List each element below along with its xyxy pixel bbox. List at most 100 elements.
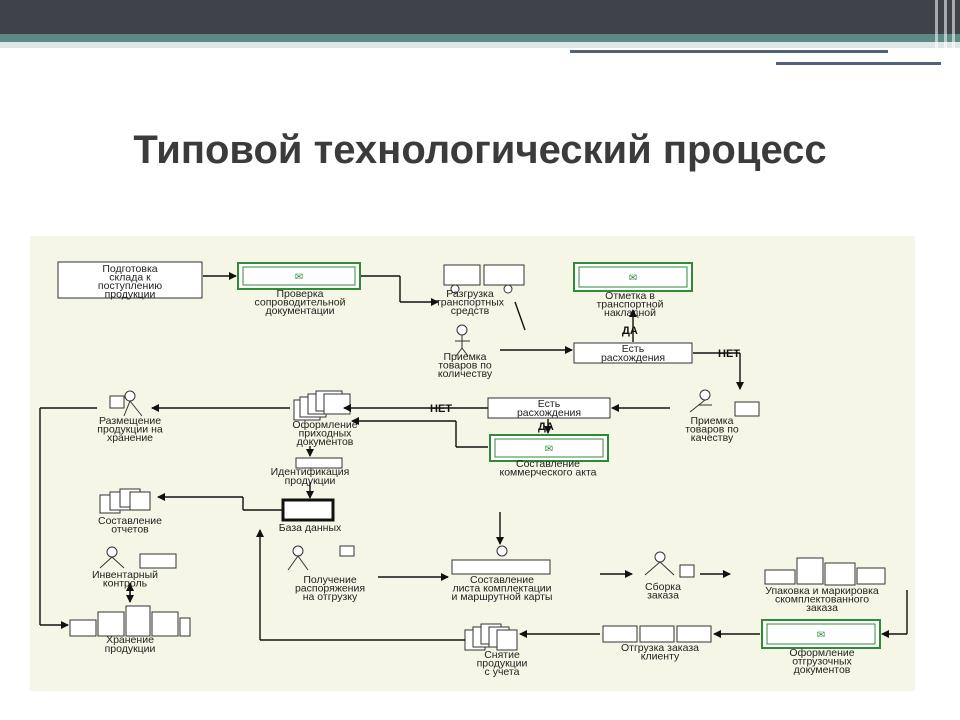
node-label-line: Есть — [622, 343, 645, 355]
branch-label-no: НЕТ — [718, 348, 740, 360]
header-bar-teal — [0, 34, 960, 42]
node-label-line: Разгрузка — [446, 288, 494, 300]
node-label-line: продукции — [285, 475, 336, 487]
node-label: База данных — [279, 522, 342, 534]
node-label-line: Составление — [98, 515, 162, 527]
node-label-line: Составление — [470, 574, 534, 586]
node-label-line: клиенту — [641, 651, 680, 663]
node-label-line: Проверка — [276, 288, 323, 300]
node-label-line: качеству — [691, 432, 734, 444]
node-label-line: Оформление — [789, 647, 854, 659]
node-label-line: Оформление — [292, 419, 357, 431]
header-bar-dark — [0, 0, 960, 34]
branch-label-no: НЕТ — [430, 403, 452, 415]
node-label-line: поступлению — [98, 280, 162, 292]
node-label-line: Хранение — [106, 634, 154, 646]
node-label-line: Подготовка — [102, 263, 157, 275]
node-label-line: количеству — [438, 368, 493, 380]
svg-text:✉: ✉ — [817, 630, 825, 641]
node-label-line: Инвентарный — [92, 569, 158, 581]
node-label-line: продукции на — [97, 424, 163, 436]
connectors — [39, 272, 908, 641]
node-label-line: Сборка — [645, 581, 681, 593]
node-label-line: хранение — [107, 432, 153, 444]
node-label-line: коммерческого акта — [500, 467, 597, 479]
node-label-line: документации — [266, 305, 335, 317]
node-database: База данных — [279, 498, 342, 534]
node-label-line: контроль — [103, 578, 148, 590]
node-label-line: заказа — [647, 590, 679, 602]
node-label-line: заказа — [806, 602, 838, 614]
node-label-line: Идентификация — [271, 466, 350, 478]
node-label-line: расхождения — [517, 407, 581, 419]
node-label-line: продукции — [105, 289, 156, 301]
node-label-line: отгрузочных — [792, 656, 852, 668]
node-label-line: документов — [794, 664, 851, 676]
node-label-line: Отметка в — [605, 290, 655, 302]
branch-label-yes: ДА — [538, 421, 554, 433]
node-label-line: Размещение — [99, 415, 161, 427]
node-label-line: Снятие — [484, 649, 520, 661]
decorative-line — [776, 62, 941, 65]
slide-title: Типовой технологический процесс — [133, 128, 827, 172]
node-label-line: товаров по — [438, 360, 492, 372]
node-label-line: на отгрузку — [303, 591, 358, 603]
node-label-line: Получение — [303, 574, 357, 586]
node-label-line: продукции — [105, 643, 156, 655]
node-label-line: товаров по — [685, 424, 739, 436]
node-label-line: отчетов — [111, 524, 149, 536]
node-label-line: Есть — [538, 398, 561, 410]
node-label-line: расхождения — [601, 352, 665, 364]
svg-text:✉: ✉ — [629, 273, 637, 284]
branch-label-yes: ДА — [622, 325, 638, 337]
node-label-line: транспортной — [597, 299, 664, 311]
svg-text:✉: ✉ — [545, 444, 553, 455]
node-label-line: Составление — [516, 458, 580, 470]
stamp-icon: ✉ — [295, 272, 303, 283]
node-label-line: распоряжения — [295, 583, 365, 595]
decorative-stripe — [952, 0, 955, 62]
node-label-line: накладной — [604, 307, 656, 319]
node-label-line: склада к — [109, 272, 151, 284]
node-label-line: средств — [451, 305, 490, 317]
node-label-line: сопроводительной — [255, 297, 346, 309]
decorative-stripe — [944, 0, 947, 62]
